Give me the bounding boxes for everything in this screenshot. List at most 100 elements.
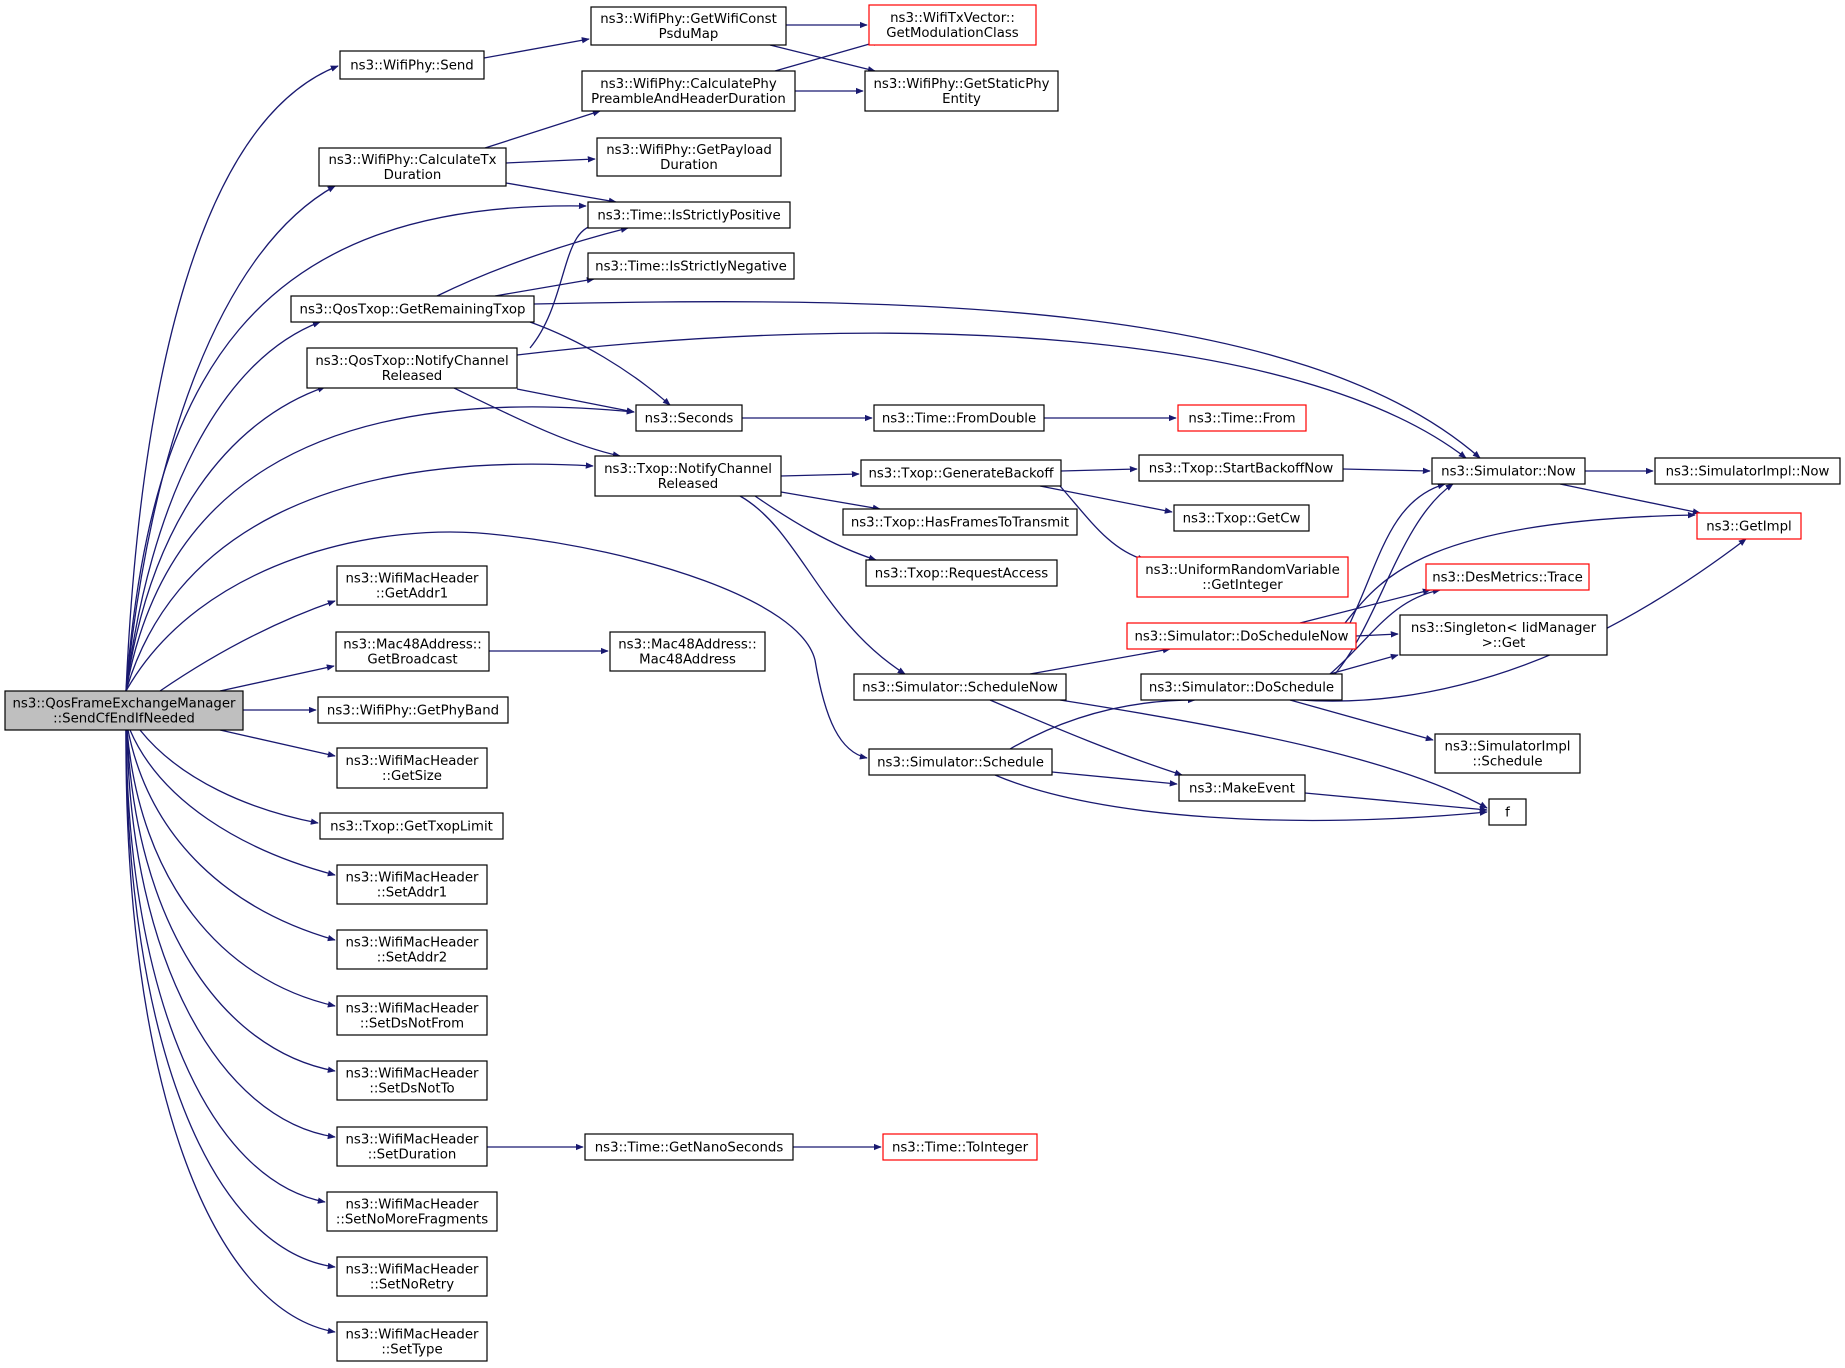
node-label-line: ns3::WifiPhy::GetStaticPhy: [873, 77, 1049, 92]
node-label-line: ns3::Simulator::Schedule: [877, 756, 1044, 771]
edge-qt_grt-to-seconds: [529, 321, 671, 406]
node-f[interactable]: f: [1488, 798, 1527, 826]
node-si_sched[interactable]: ns3::SimulatorImpl::Schedule: [1434, 733, 1581, 774]
node-box: [587, 201, 791, 229]
node-t_isp[interactable]: ns3::Time::IsStrictlyPositive: [587, 201, 791, 229]
node-label-line: ns3::WifiMacHeader: [345, 1263, 479, 1278]
node-t_isn[interactable]: ns3::Time::IsStrictlyNegative: [587, 252, 795, 280]
node-box: [882, 1133, 1038, 1161]
node-tx_gtl[interactable]: ns3::Txop::GetTxopLimit: [319, 812, 504, 840]
node-label-line: Duration: [660, 158, 718, 173]
node-seconds[interactable]: ns3::Seconds: [635, 404, 743, 432]
node-box: [4, 690, 244, 731]
node-tx_ra[interactable]: ns3::Txop::RequestAccess: [865, 559, 1058, 587]
node-label-line: ns3::Time::FromDouble: [882, 412, 1036, 427]
node-sim_now[interactable]: ns3::Simulator::Now: [1431, 457, 1586, 485]
node-wmh_sdnf[interactable]: ns3::WifiMacHeader::SetDsNotFrom: [336, 995, 488, 1036]
node-label-line: ns3::Time::GetNanoSeconds: [595, 1141, 784, 1156]
node-label-line: ns3::WifiMacHeader: [345, 936, 479, 951]
node-wmh_sa1[interactable]: ns3::WifiMacHeader::SetAddr1: [336, 864, 488, 905]
node-label-line: Duration: [384, 168, 442, 183]
node-wmh_sa2[interactable]: ns3::WifiMacHeader::SetAddr2: [336, 929, 488, 970]
node-box: [336, 1256, 488, 1297]
node-t_from[interactable]: ns3::Time::From: [1177, 404, 1307, 432]
node-wmh_st[interactable]: ns3::WifiMacHeader::SetType: [336, 1321, 488, 1362]
node-label-line: ns3::WifiPhy::GetPayload: [606, 143, 772, 158]
edge-sim_sn-to-f: [1059, 699, 1488, 809]
node-urv_gi[interactable]: ns3::UniformRandomVariable::GetInteger: [1136, 556, 1349, 598]
node-label-line: PsduMap: [659, 27, 719, 42]
edge-qt_grt-to-t_isp: [436, 226, 629, 297]
node-qt_grt[interactable]: ns3::QosTxop::GetRemainingTxop: [290, 295, 535, 323]
node-t_gns[interactable]: ns3::Time::GetNanoSeconds: [584, 1133, 794, 1161]
node-wp_send[interactable]: ns3::WifiPhy::Send: [339, 50, 485, 80]
node-box: [319, 812, 504, 840]
node-wp_gpb[interactable]: ns3::WifiPhy::GetPhyBand: [317, 696, 509, 724]
edge-sim_dsn-to-dm_trace: [1299, 588, 1431, 624]
node-wmh_snmf[interactable]: ns3::WifiMacHeader::SetNoMoreFragments: [326, 1191, 498, 1232]
node-tx_sbn[interactable]: ns3::Txop::StartBackoffNow: [1138, 454, 1344, 482]
node-makeevent[interactable]: ns3::MakeEvent: [1178, 774, 1306, 802]
node-wp_cpahd[interactable]: ns3::WifiPhy::CalculatePhyPreambleAndHea…: [581, 70, 796, 112]
node-box: [336, 929, 488, 970]
node-label-line: ns3::WifiPhy::Send: [350, 59, 474, 74]
node-box: [609, 631, 766, 672]
function-nodes: ns3::QosFrameExchangeManager::SendCfEndI…: [4, 4, 1841, 1362]
edge-root-to-wp_send: [125, 65, 339, 692]
edge-sim_now-to-getimpl: [1559, 483, 1701, 515]
edge-tx_gb-to-tx_gcw: [1039, 485, 1173, 514]
node-sim_sched[interactable]: ns3::Simulator::Schedule: [868, 748, 1053, 776]
node-tx_hftt[interactable]: ns3::Txop::HasFramesToTransmit: [842, 508, 1078, 536]
node-box: [873, 404, 1045, 432]
node-label-line: ns3::WifiMacHeader: [345, 871, 479, 886]
node-mac_ctor[interactable]: ns3::Mac48Address::Mac48Address: [609, 631, 766, 672]
call-edges: [125, 21, 1747, 1334]
edge-root-to-tx_gtl: [139, 729, 319, 825]
node-dm_trace[interactable]: ns3::DesMetrics::Trace: [1425, 563, 1590, 591]
node-box: [317, 696, 509, 724]
node-wmh_ga1[interactable]: ns3::WifiMacHeader::GetAddr1: [336, 565, 488, 606]
node-label-line: Released: [658, 477, 718, 492]
node-label-line: ::SetNoRetry: [370, 1278, 454, 1293]
node-box: [865, 559, 1058, 587]
node-tx_gb[interactable]: ns3::Txop::GenerateBackoff: [860, 459, 1062, 487]
edge-tx_ncr-to-sim_sn: [739, 495, 906, 675]
edge-qt_grt-to-t_isn: [494, 277, 595, 297]
node-mac_gb[interactable]: ns3::Mac48Address::GetBroadcast: [335, 631, 490, 672]
node-wtv_gmc[interactable]: ns3::WifiTxVector::GetModulationClass: [868, 4, 1037, 46]
node-label-line: ns3::SimulatorImpl::Now: [1666, 465, 1830, 480]
node-t_toint[interactable]: ns3::Time::ToInteger: [882, 1133, 1038, 1161]
node-box: [290, 295, 535, 323]
node-box: [1177, 404, 1307, 432]
node-sim_dsn[interactable]: ns3::Simulator::DoScheduleNow: [1126, 622, 1357, 650]
node-sim_ds[interactable]: ns3::Simulator::DoSchedule: [1140, 673, 1343, 701]
edge-root-to-wmh_sa2: [127, 729, 336, 942]
edge-qt_ncr-to-tx_ncr: [453, 387, 621, 458]
node-wmh_sd[interactable]: ns3::WifiMacHeader::SetDuration: [336, 1126, 488, 1167]
node-box: [336, 995, 488, 1036]
node-label-line: ns3::WifiPhy::CalculatePhy: [600, 77, 777, 92]
node-si_now[interactable]: ns3::SimulatorImpl::Now: [1654, 457, 1841, 485]
node-t_fd[interactable]: ns3::Time::FromDouble: [873, 404, 1045, 432]
node-box: [336, 1060, 488, 1101]
node-box: [336, 565, 488, 606]
node-wmh_snr[interactable]: ns3::WifiMacHeader::SetNoRetry: [336, 1256, 488, 1297]
node-getimpl[interactable]: ns3::GetImpl: [1696, 512, 1802, 540]
node-singleton[interactable]: ns3::Singleton< IidManager >::Get: [1399, 614, 1608, 656]
node-wmh_sdnt[interactable]: ns3::WifiMacHeader::SetDsNotTo: [336, 1060, 488, 1101]
node-label-line: ns3::WifiMacHeader: [345, 1198, 479, 1213]
node-label-line: ns3::DesMetrics::Trace: [1432, 571, 1583, 586]
edge-root-to-wmh_st: [125, 729, 336, 1334]
node-wmh_gs[interactable]: ns3::WifiMacHeader::GetSize: [336, 747, 488, 789]
node-root[interactable]: ns3::QosFrameExchangeManager::SendCfEndI…: [4, 690, 244, 731]
node-box: [596, 137, 782, 177]
node-tx_gcw[interactable]: ns3::Txop::GetCw: [1173, 504, 1310, 532]
node-sim_sn[interactable]: ns3::Simulator::ScheduleNow: [853, 673, 1067, 701]
